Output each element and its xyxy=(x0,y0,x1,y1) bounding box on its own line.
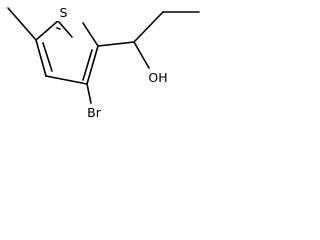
bond-c2-c3 xyxy=(86,45,99,85)
sulfur-atom-label: S xyxy=(60,5,68,20)
hydroxyl-atom-label: OH xyxy=(148,70,167,85)
bond-c2-c3-inner xyxy=(82,49,93,81)
bond-s-c5 xyxy=(58,21,73,38)
bromine-atom-label: Br xyxy=(87,105,102,120)
bond-c3-c4 xyxy=(45,75,88,85)
bond-methyl xyxy=(7,7,37,41)
sulfur-label-bg xyxy=(56,4,72,21)
thiophene-ring xyxy=(35,19,99,85)
bond-s-c2 xyxy=(56,27,61,30)
bond-carbinol-ch2 xyxy=(133,11,164,43)
bond-c2-carbinol xyxy=(97,41,135,47)
chemical-structure: S Br OH xyxy=(7,4,200,120)
bond-c5-s xyxy=(35,19,60,41)
bond-c4-c5-inner xyxy=(42,42,53,72)
bond-c3-br xyxy=(86,83,92,104)
bond-carbinol-oh xyxy=(133,41,150,69)
bond-c4-c5 xyxy=(35,39,47,77)
bond-c2-s xyxy=(82,22,99,47)
